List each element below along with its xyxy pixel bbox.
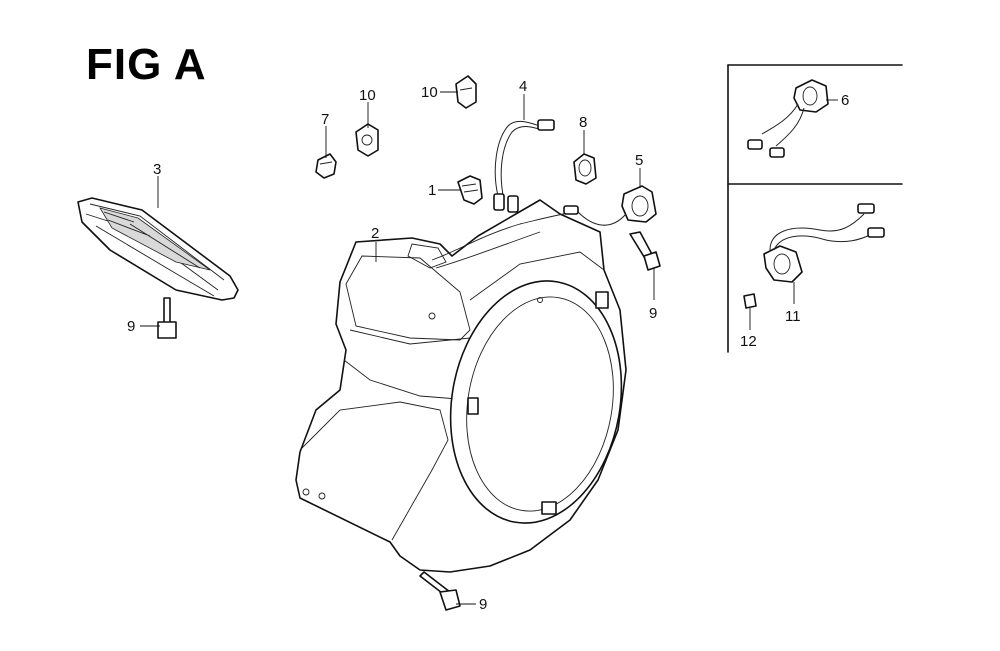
- callout-11: 11: [785, 308, 801, 325]
- switch-part-5: [563, 185, 657, 226]
- bolt-part-9-bottom: [419, 571, 461, 611]
- bolt-part-9-left: [157, 297, 177, 339]
- clip-part-7: [315, 153, 337, 179]
- callout-9-bottom: 9: [479, 596, 487, 613]
- callout-9-right: 9: [649, 305, 657, 322]
- screw-part-12: [743, 293, 757, 309]
- leader-lines: [140, 91, 838, 605]
- callout-10-right: 10: [421, 84, 438, 101]
- grommet-part-8: [573, 153, 597, 185]
- bolt-part-9-right: [629, 231, 661, 271]
- clamp-part-10a: [355, 123, 379, 157]
- callout-labels: 3 9 2 1 7 10 10 4 8 5 9 9 6 11 12: [127, 78, 849, 613]
- clamp-part-10b: [455, 75, 477, 109]
- callout-6: 6: [841, 92, 849, 109]
- blower-housing-part-2: [295, 199, 627, 573]
- callout-12: 12: [740, 333, 757, 350]
- callout-5: 5: [635, 152, 643, 169]
- callout-4: 4: [519, 78, 527, 95]
- callout-10-left: 10: [359, 87, 376, 104]
- callout-3: 3: [153, 161, 161, 178]
- callout-1: 1: [428, 182, 436, 199]
- inset-frame: [727, 64, 903, 353]
- callout-8: 8: [579, 114, 587, 131]
- clamp-part-1: [457, 175, 483, 205]
- callout-7: 7: [321, 111, 329, 128]
- callout-9-left: 9: [127, 318, 135, 335]
- wire-harness-part-4: [493, 119, 555, 213]
- switch-part-6: [747, 79, 829, 158]
- cover-plate-part-3: [77, 197, 239, 301]
- figure-title: FIG A: [86, 40, 207, 89]
- switch-part-11: [763, 203, 885, 283]
- callout-2: 2: [371, 225, 379, 242]
